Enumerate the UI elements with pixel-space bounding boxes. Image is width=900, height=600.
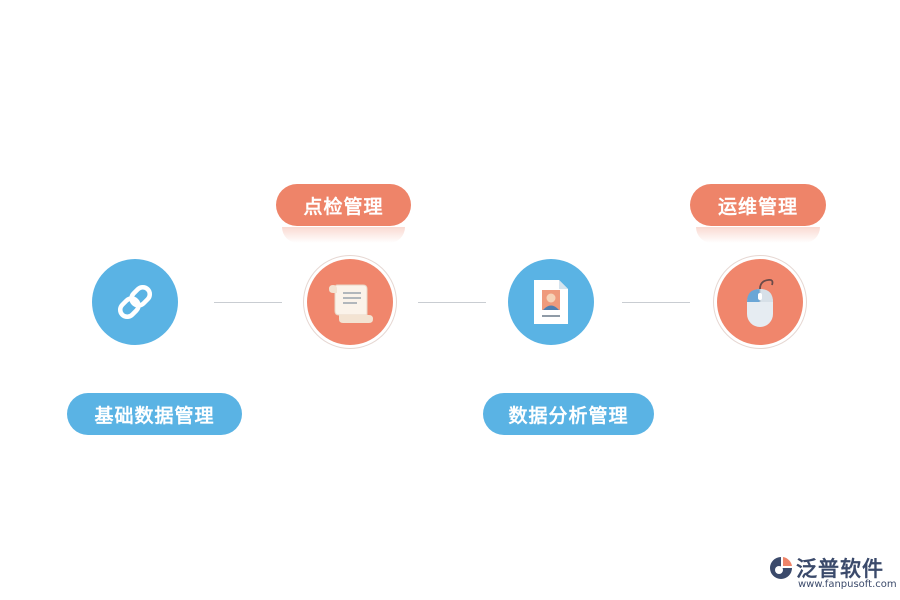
brand-logo: 泛普软件 www.fanpusoft.com [768,553,897,595]
connector-line-1 [214,302,282,303]
node-basic-data [92,259,178,345]
id-document-icon [534,280,568,324]
node-data-analysis [508,259,594,345]
label-basic-data: 基础数据管理 [67,393,242,435]
label-reflection [696,227,820,243]
brand-name: 泛普软件 [796,557,884,581]
label-reflection [282,227,405,243]
connector-line-3 [622,302,690,303]
brand-url: www.fanpusoft.com [798,579,897,590]
label-inspection: 点检管理 [276,184,411,226]
label-data-analysis: 数据分析管理 [483,393,654,435]
node-operations [717,259,803,345]
mouse-icon [747,278,774,327]
connector-line-2 [418,302,486,303]
scroll-icon [329,284,373,323]
chain-link-icon [117,284,153,320]
brand-mark-icon [770,557,792,579]
node-inspection [307,259,393,345]
label-operations: 运维管理 [690,184,826,226]
